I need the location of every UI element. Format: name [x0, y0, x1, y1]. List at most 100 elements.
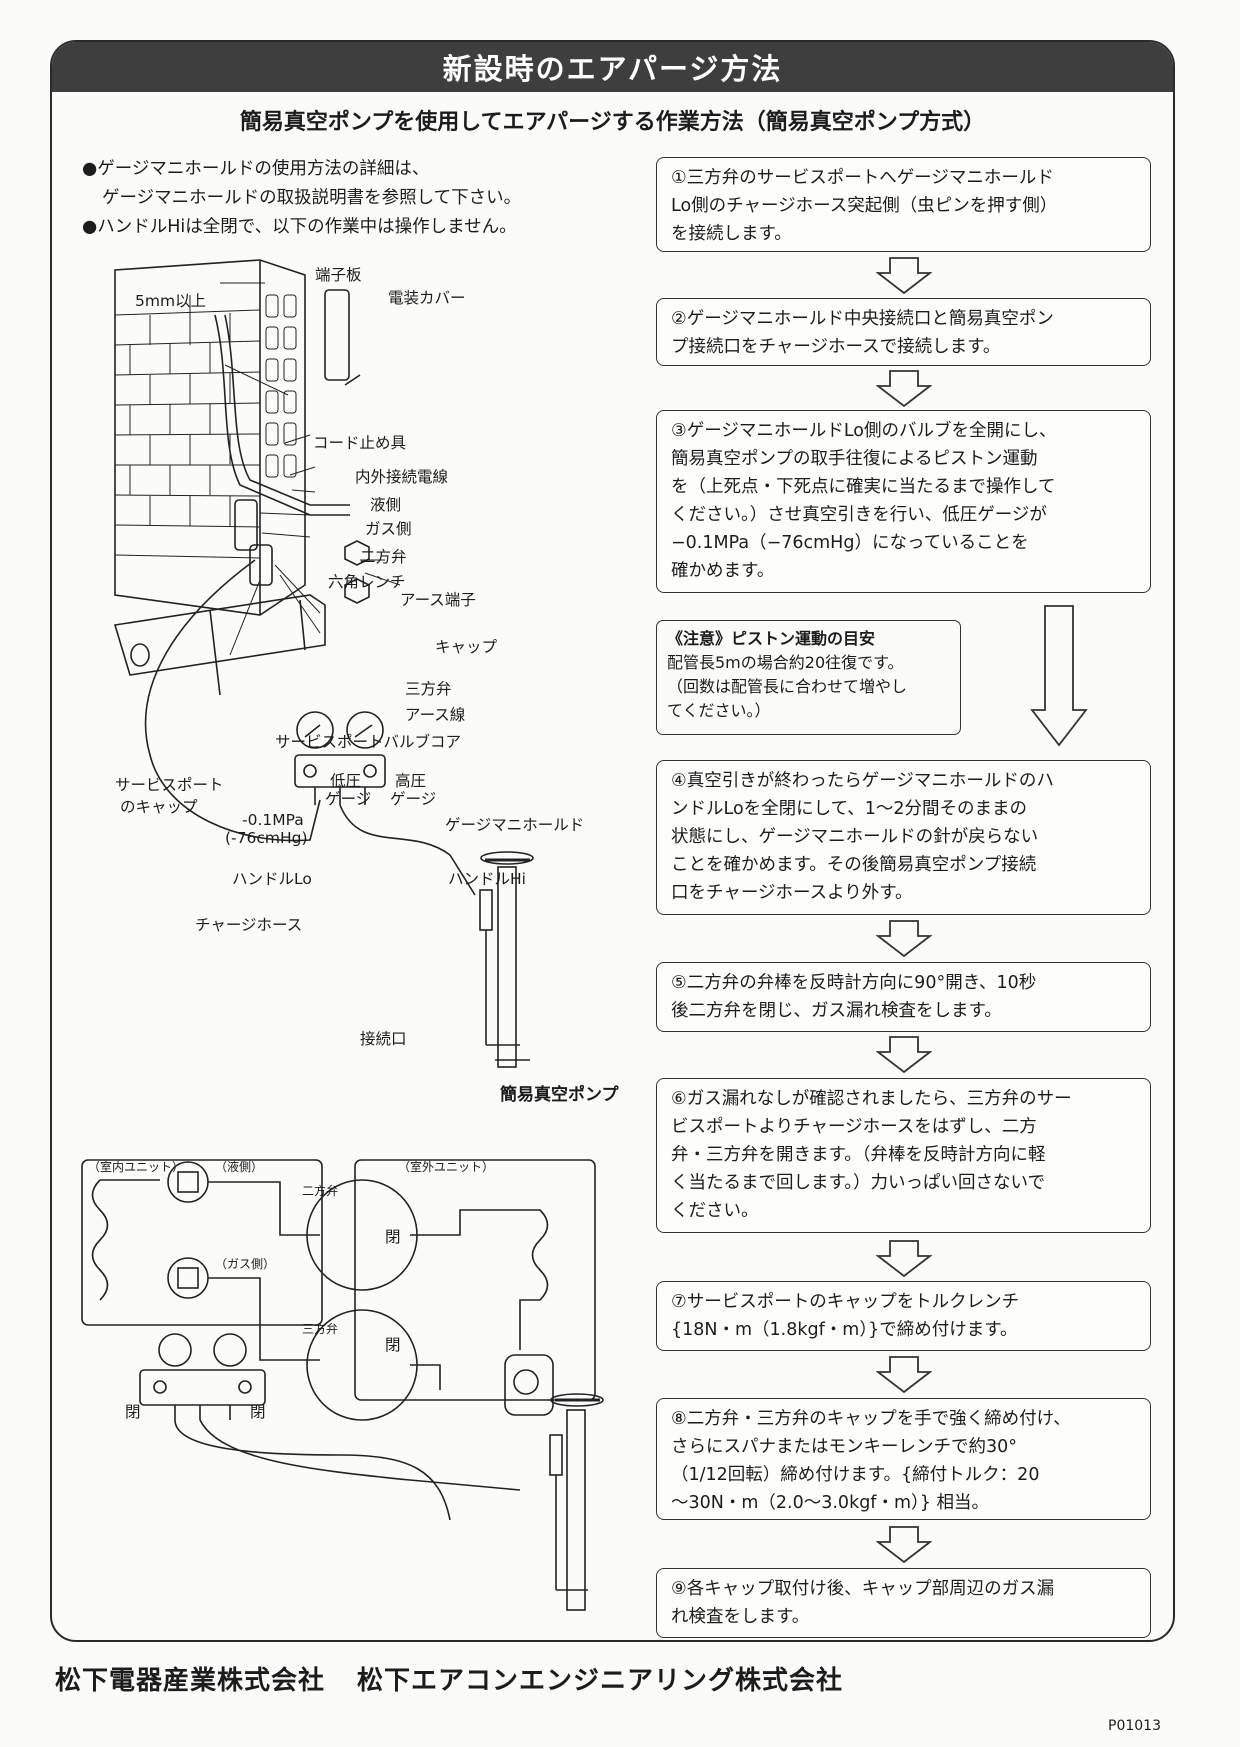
step-line: ②ゲージマニホールド中央接続口と簡易真空ポン — [671, 305, 1140, 333]
step-line: ①三方弁のサービスポートへゲージマニホールド — [671, 164, 1140, 192]
label-closed: 閉 — [385, 1225, 401, 1247]
label-clearance: 5mm以上 — [135, 289, 206, 311]
label-liquid-side: （液側） — [215, 1158, 263, 1175]
label-high-gauge: ゲージ — [390, 787, 436, 809]
circuit-schematic — [80, 1150, 635, 1620]
label-liquid-side: 液側 — [370, 493, 401, 515]
label-earth-terminal: アース端子 — [400, 588, 476, 610]
step-line: {18N・m（1.8kgf・m）}で締め付けます。 — [671, 1316, 1140, 1344]
step-1: ①三方弁のサービスポートへゲージマニホールド Lo側のチャージホース突起側（虫ピ… — [656, 157, 1151, 252]
step-line: 口をチャージホースより外す。 — [671, 879, 1140, 907]
step-line: Lo側のチャージホース突起側（虫ピンを押す側） — [671, 192, 1140, 220]
label-two-way-valve: 二方弁 — [302, 1182, 338, 1199]
step-8: ⑧二方弁・三方弁のキャップを手で強く締め付け、 さらにスパナまたはモンキーレンチ… — [656, 1398, 1151, 1520]
caution-box: 《注意》ピストン運動の目安 配管長5mの場合約20往復です。 （回数は配管長に合… — [656, 620, 961, 735]
label-indoor-unit: （室内ユニット） — [88, 1158, 184, 1175]
label-service-port-cap: のキャップ — [120, 795, 198, 817]
down-arrow-icon — [876, 370, 932, 408]
company-name: 松下エアコンエンジニアリング株式会社 — [357, 1666, 843, 1696]
label-electrical-cover: 電装カバー — [388, 286, 466, 308]
step-line: プ接続口をチャージホースで接続します。 — [671, 333, 1140, 361]
caution-line: てください。） — [667, 699, 950, 723]
label-outdoor-unit: （室外ユニット） — [398, 1158, 494, 1175]
title-bar: 新設時のエアパージ方法 — [52, 42, 1173, 92]
step-line: 簡易真空ポンプの取手往復によるピストン運動 — [671, 445, 1140, 473]
caution-heading: 《注意》ピストン運動の目安 — [667, 627, 950, 651]
label-two-way-valve: 二方弁 — [360, 545, 407, 567]
down-arrow-icon — [876, 1356, 932, 1394]
company-name: 松下電器産業株式会社 — [55, 1666, 325, 1696]
label-cord-clamp: コード止め具 — [313, 431, 406, 453]
step-2: ②ゲージマニホールド中央接続口と簡易真空ポン プ接続口をチャージホースで接続しま… — [656, 298, 1151, 366]
outdoor-unit-illustration — [110, 255, 650, 1075]
step-line: ⑥ガス漏れなしが確認されましたら、三方弁のサー — [671, 1085, 1140, 1113]
label-handle-lo: ハンドルLo — [232, 867, 312, 889]
label-handle-hi: ハンドルHi — [448, 867, 526, 889]
down-arrow-icon — [1030, 605, 1088, 747]
caution-line: 配管長5mの場合約20往復です。 — [667, 651, 950, 675]
step-line: （1/12回転）締め付けます。{締付トルク：20 — [671, 1461, 1140, 1489]
step-line: を（上死点・下死点に確実に当たるまで操作して — [671, 473, 1140, 501]
outdoor-unit-diagram: 端子板 5mm以上 電装カバー コード止め具 内外接続電線 液側 ガス側 二方弁… — [110, 255, 650, 1075]
label-closed: 閉 — [250, 1400, 266, 1422]
step-line: ⑨各キャップ取付け後、キャップ部周辺のガス漏 — [671, 1575, 1140, 1603]
step-line: さらにスパナまたはモンキーレンチで約30° — [671, 1433, 1140, 1461]
document-code: P01013 — [1108, 1718, 1161, 1734]
step-line: ことを確かめます。その後簡易真空ポンプ接続 — [671, 851, 1140, 879]
label-gas-side: ガス側 — [365, 517, 412, 539]
step-line: 確かめます。 — [671, 557, 1140, 585]
label-terminal-board: 端子板 — [315, 263, 362, 285]
label-earth-wire: アース線 — [405, 703, 465, 725]
label-service-port-core: サービスポートバルブコア — [275, 730, 461, 752]
label-cap: キャップ — [435, 635, 497, 657]
label-three-way-valve: 三方弁 — [405, 677, 452, 699]
step-line: 弁・三方弁を開きます。（弁棒を反時計方向に軽 — [671, 1141, 1140, 1169]
step-4: ④真空引きが終わったらゲージマニホールドのハ ンドルLoを全閉にして、1〜2分間… — [656, 760, 1151, 915]
notes: ●ゲージマニホールドの使用方法の詳細は、 ゲージマニホールドの取扱説明書を参照し… — [82, 155, 642, 242]
circuit-diagram: （室内ユニット） （液側） （室外ユニット） （ガス側） 二方弁 三方弁 閉 閉… — [80, 1150, 635, 1620]
step-line: ③ゲージマニホールドLo側のバルブを全開にし、 — [671, 417, 1140, 445]
page-subtitle: 簡易真空ポンプを使用してエアパージする作業方法（簡易真空ポンプ方式） — [52, 104, 1173, 136]
step-line: ⑦サービスポートのキャップをトルクレンチ — [671, 1288, 1140, 1316]
step-line: を接続します。 — [671, 220, 1140, 248]
down-arrow-icon — [876, 920, 932, 958]
step-line: 〜30N・m（2.0〜3.0kgf・m）} 相当。 — [671, 1489, 1140, 1517]
step-line: ンドルLoを全閉にして、1〜2分間そのままの — [671, 795, 1140, 823]
step-9: ⑨各キャップ取付け後、キャップ部周辺のガス漏 れ検査をします。 — [656, 1568, 1151, 1638]
label-pressure: (-76cmHg) — [225, 829, 308, 847]
label-gas-side: （ガス側） — [215, 1255, 275, 1272]
page-title: 新設時のエアパージ方法 — [443, 46, 783, 88]
label-closed: 閉 — [385, 1333, 401, 1355]
step-line: ⑤二方弁の弁棒を反時計方向に90°開き、10秒 — [671, 969, 1140, 997]
step-5: ⑤二方弁の弁棒を反時計方向に90°開き、10秒 後二方弁を閉じ、ガス漏れ検査をし… — [656, 962, 1151, 1032]
caution-line: （回数は配管長に合わせて増やし — [667, 675, 950, 699]
down-arrow-icon — [876, 1036, 932, 1074]
step-line: く当たるまで回します。）力いっぱい回さないで — [671, 1169, 1140, 1197]
step-line: ください。 — [671, 1197, 1140, 1225]
label-low-gauge: ゲージ — [325, 787, 371, 809]
label-closed: 閉 — [125, 1400, 141, 1422]
step-line: ④真空引きが終わったらゲージマニホールドのハ — [671, 767, 1140, 795]
label-service-port-cap: サービスポート — [115, 773, 224, 795]
down-arrow-icon — [876, 1526, 932, 1564]
label-hex-wrench: 六角レンチ — [328, 570, 406, 592]
step-7: ⑦サービスポートのキャップをトルクレンチ {18N・m（1.8kgf・m）}で締… — [656, 1281, 1151, 1351]
step-3: ③ゲージマニホールドLo側のバルブを全開にし、 簡易真空ポンプの取手往復によるピ… — [656, 410, 1151, 593]
label-charge-hose: チャージホース — [195, 913, 302, 935]
step-line: れ検査をします。 — [671, 1603, 1140, 1631]
note-line: ゲージマニホールドの取扱説明書を参照して下さい。 — [82, 184, 642, 213]
footer: 松下電器産業株式会社 松下エアコンエンジニアリング株式会社 — [55, 1660, 875, 1697]
step-line: ください。）させ真空引きを行い、低圧ゲージが — [671, 501, 1140, 529]
step-line: ビスポートよりチャージホースをはずし、二方 — [671, 1113, 1140, 1141]
label-vacuum-pump: 簡易真空ポンプ — [500, 1080, 619, 1105]
note-line: ●ハンドルHiは全閉で、以下の作業中は操作しません。 — [82, 213, 642, 242]
label-pressure: -0.1MPa — [242, 811, 304, 829]
step-line: ⑧二方弁・三方弁のキャップを手で強く締め付け、 — [671, 1405, 1140, 1433]
label-gauge-manifold: ゲージマニホールド — [445, 813, 584, 835]
step-6: ⑥ガス漏れなしが確認されましたら、三方弁のサー ビスポートよりチャージホースをは… — [656, 1078, 1151, 1233]
down-arrow-icon — [876, 1240, 932, 1278]
label-connection-wire: 内外接続電線 — [355, 465, 448, 487]
step-line: 後二方弁を閉じ、ガス漏れ検査をします。 — [671, 997, 1140, 1025]
down-arrow-icon — [876, 257, 932, 295]
label-connection-port: 接続口 — [360, 1027, 407, 1049]
